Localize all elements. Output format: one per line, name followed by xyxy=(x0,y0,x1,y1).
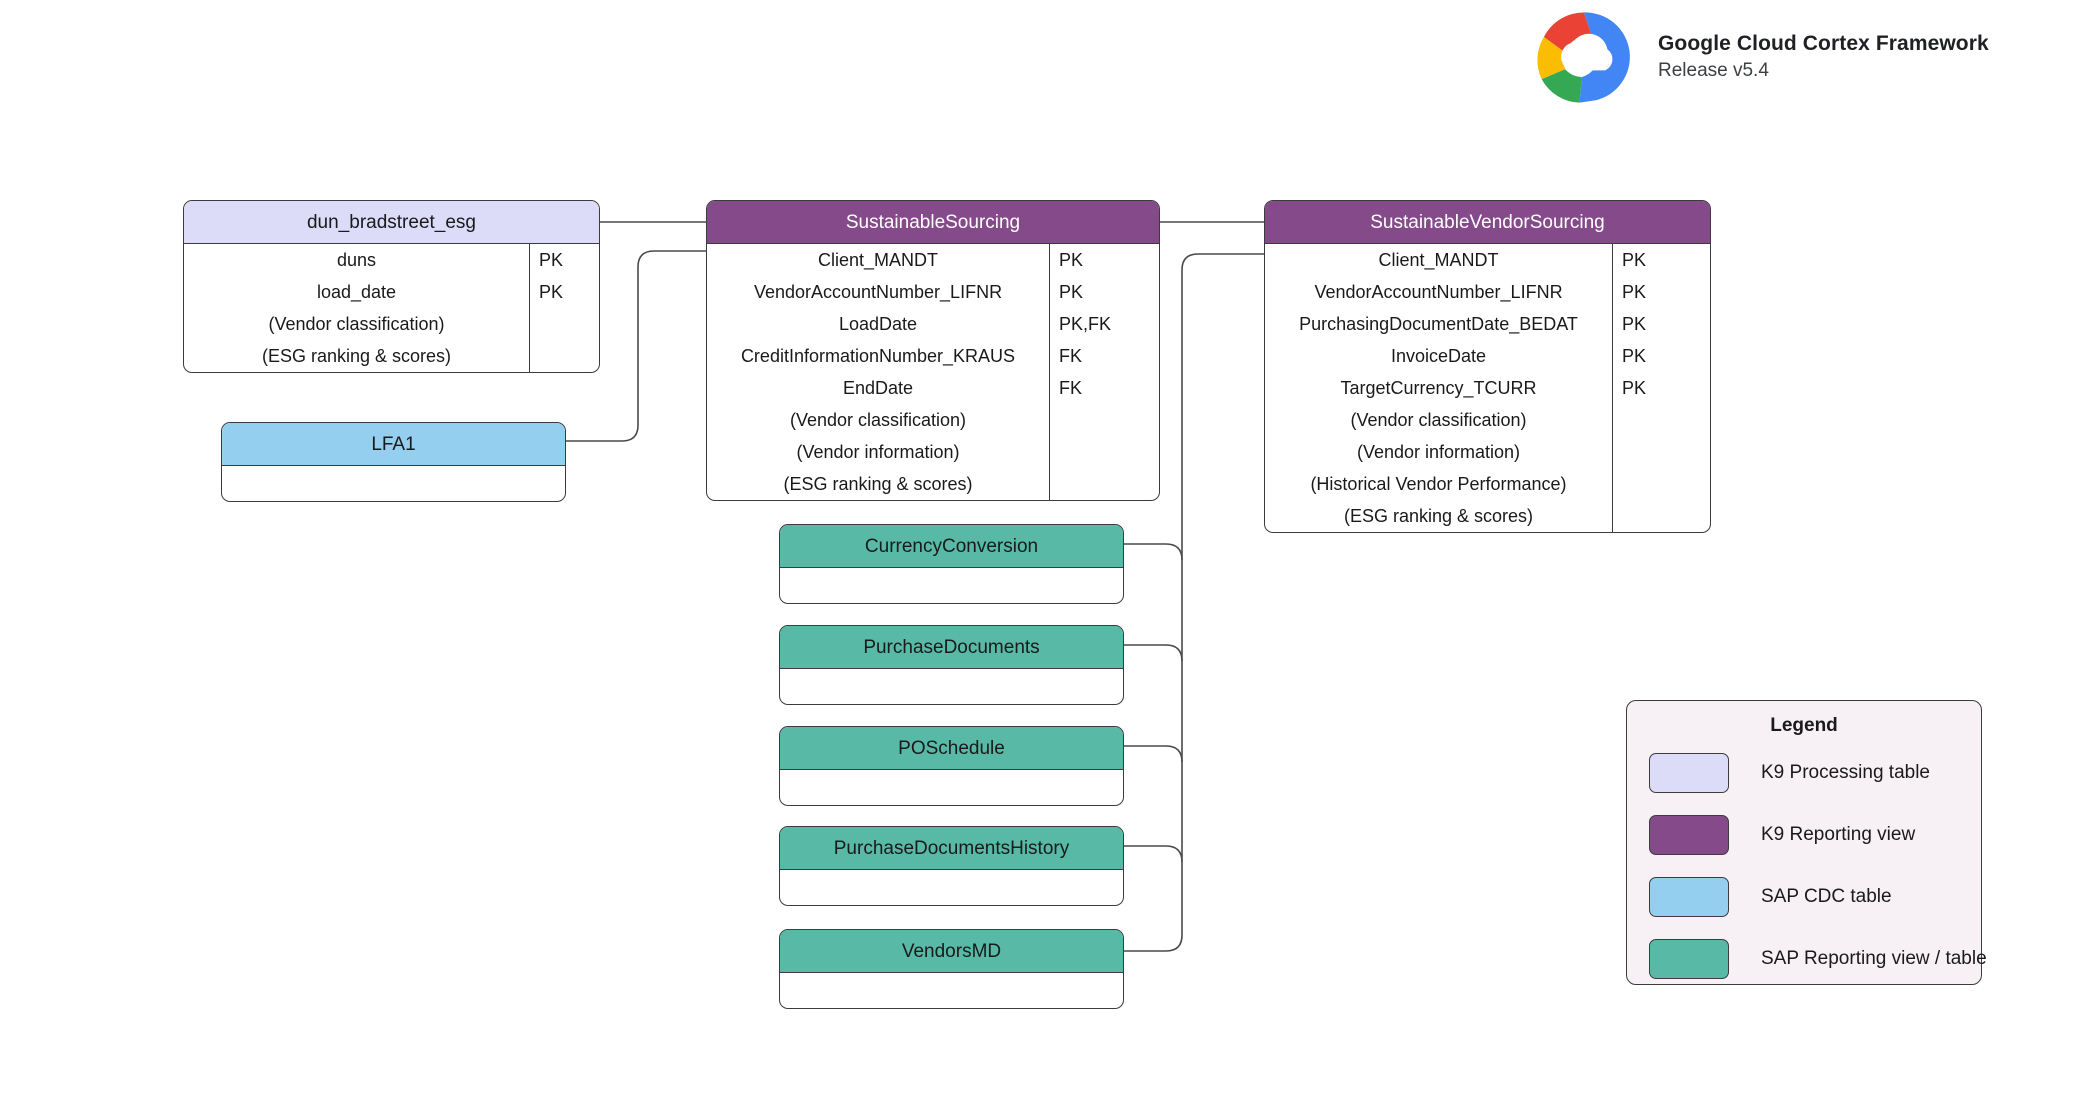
entity-title: CurrencyConversion xyxy=(780,525,1123,568)
entity-body xyxy=(780,669,1123,704)
legend-label: K9 Reporting view xyxy=(1761,824,1916,845)
entity-title: SustainableVendorSourcing xyxy=(1265,201,1710,244)
attribute-key: PK,FK xyxy=(1059,314,1112,334)
attribute-key xyxy=(1613,500,1710,532)
entity-lfa1[interactable]: LFA1 xyxy=(221,422,566,502)
attribute-key: PK xyxy=(1059,250,1084,270)
attribute-key: PK xyxy=(539,250,564,270)
legend-item-k9-processing-table: K9 Processing table xyxy=(1627,747,1981,799)
attribute-name: (Vendor information) xyxy=(796,442,960,462)
edge-currency-conversion-to-bus xyxy=(1124,543,1183,561)
legend-item-sap-reporting-view: SAP Reporting view / table xyxy=(1627,933,1987,985)
entity-purchase-documents[interactable]: PurchaseDocuments xyxy=(779,625,1124,705)
legend-swatch xyxy=(1649,939,1729,979)
attribute-column: Client_MANDT VendorAccountNumber_LIFNR L… xyxy=(707,244,1049,500)
legend-title: Legend xyxy=(1770,715,1838,736)
legend-swatch xyxy=(1649,753,1729,793)
attribute-key xyxy=(1613,436,1710,468)
attribute-name: CreditInformationNumber_KRAUS xyxy=(740,346,1016,366)
attribute-name: VendorAccountNumber_LIFNR xyxy=(1314,282,1563,302)
legend-label: SAP Reporting view / table xyxy=(1761,948,1987,969)
attribute-name: (Vendor classification) xyxy=(1350,410,1527,430)
attribute-key: FK xyxy=(1059,346,1083,366)
key-column: PK PK PK PK PK xyxy=(1612,244,1710,532)
entity-title: POSchedule xyxy=(780,727,1123,770)
entity-po-schedule[interactable]: POSchedule xyxy=(779,726,1124,806)
key-column: PK PK xyxy=(529,244,599,372)
entity-body: duns load_date (Vendor classification) (… xyxy=(184,244,599,372)
key-column: PK PK PK,FK FK FK xyxy=(1049,244,1159,500)
attribute-key: PK xyxy=(1622,378,1647,398)
legend-item-sap-cdc-table: SAP CDC table xyxy=(1627,871,1981,923)
google-cloud-logo-icon xyxy=(1537,12,1630,103)
entity-vendors-md[interactable]: VendorsMD xyxy=(779,929,1124,1009)
brand-release: Release v5.4 xyxy=(1658,60,1769,82)
attribute-key xyxy=(530,308,599,340)
entity-title: PurchaseDocumentsHistory xyxy=(780,827,1123,870)
entity-body: Client_MANDT VendorAccountNumber_LIFNR P… xyxy=(1265,244,1710,532)
edge-purchase-documents-history-to-bus xyxy=(1124,845,1183,863)
attribute-name: (ESG ranking & scores) xyxy=(261,346,452,366)
entity-sustainable-vendor-sourcing[interactable]: SustainableVendorSourcing Client_MANDT V… xyxy=(1264,200,1711,533)
entity-body: Client_MANDT VendorAccountNumber_LIFNR L… xyxy=(707,244,1159,500)
attribute-key xyxy=(1050,468,1159,500)
entity-title: PurchaseDocuments xyxy=(780,626,1123,669)
attribute-name: (ESG ranking & scores) xyxy=(783,474,973,494)
attribute-name: Client_MANDT xyxy=(817,250,939,270)
attribute-name: (Vendor information) xyxy=(1356,442,1521,462)
attribute-name: InvoiceDate xyxy=(1390,346,1487,366)
attribute-key: PK xyxy=(1622,314,1647,334)
attribute-name: TargetCurrency_TCURR xyxy=(1340,378,1537,398)
brand-header: Google Cloud Cortex Framework Release v5… xyxy=(1528,8,1989,106)
entity-body xyxy=(780,770,1123,805)
legend-label: K9 Processing table xyxy=(1761,762,1930,783)
attribute-key: PK xyxy=(1622,282,1647,302)
edge-vendor-sourcing-bus xyxy=(1124,253,1264,952)
attribute-name: (ESG ranking & scores) xyxy=(1343,506,1534,526)
edge-lfa1-to-sustainable-sourcing xyxy=(566,250,706,442)
attribute-name: load_date xyxy=(316,282,397,302)
attribute-name: (Vendor classification) xyxy=(789,410,967,430)
legend-swatch xyxy=(1649,815,1729,855)
entity-title: VendorsMD xyxy=(780,930,1123,973)
entity-body xyxy=(780,973,1123,1008)
attribute-name: LoadDate xyxy=(838,314,918,334)
attribute-column: Client_MANDT VendorAccountNumber_LIFNR P… xyxy=(1265,244,1612,532)
entity-title: LFA1 xyxy=(222,423,565,466)
attribute-key: FK xyxy=(1059,378,1083,398)
attribute-name: (Vendor classification) xyxy=(268,314,445,334)
attribute-name: duns xyxy=(336,250,377,270)
attribute-key xyxy=(530,340,599,372)
entity-body xyxy=(780,870,1123,905)
attribute-key xyxy=(1613,468,1710,500)
entity-purchase-documents-history[interactable]: PurchaseDocumentsHistory xyxy=(779,826,1124,906)
entity-title: SustainableSourcing xyxy=(707,201,1159,244)
entity-title: dun_bradstreet_esg xyxy=(184,201,599,244)
attribute-key xyxy=(1613,404,1710,436)
legend-label: SAP CDC table xyxy=(1761,886,1892,907)
entity-body xyxy=(780,568,1123,603)
attribute-key: PK xyxy=(1622,346,1647,366)
attribute-key: PK xyxy=(1059,282,1084,302)
entity-dun-bradstreet-esg[interactable]: dun_bradstreet_esg duns load_date (Vendo… xyxy=(183,200,600,373)
attribute-name: EndDate xyxy=(842,378,914,398)
attribute-name: VendorAccountNumber_LIFNR xyxy=(753,282,1003,302)
attribute-key xyxy=(1050,436,1159,468)
entity-currency-conversion[interactable]: CurrencyConversion xyxy=(779,524,1124,604)
attribute-name: Client_MANDT xyxy=(1378,250,1499,270)
entity-sustainable-sourcing[interactable]: SustainableSourcing Client_MANDT VendorA… xyxy=(706,200,1160,501)
attribute-name: (Historical Vendor Performance) xyxy=(1310,474,1567,494)
edge-po-schedule-to-bus xyxy=(1124,745,1183,763)
attribute-key: PK xyxy=(1622,250,1647,270)
attribute-column: duns load_date (Vendor classification) (… xyxy=(184,244,529,372)
legend: Legend K9 Processing table K9 Reporting … xyxy=(1626,700,1987,985)
edge-purchase-documents-to-bus xyxy=(1124,644,1183,662)
attribute-key: PK xyxy=(539,282,564,302)
legend-item-k9-reporting-view: K9 Reporting view xyxy=(1627,809,1981,861)
attribute-key xyxy=(1050,404,1159,436)
legend-swatch xyxy=(1649,877,1729,917)
attribute-name: PurchasingDocumentDate_BEDAT xyxy=(1299,314,1578,334)
brand-title: Google Cloud Cortex Framework xyxy=(1658,32,1989,55)
entity-body xyxy=(222,466,565,501)
